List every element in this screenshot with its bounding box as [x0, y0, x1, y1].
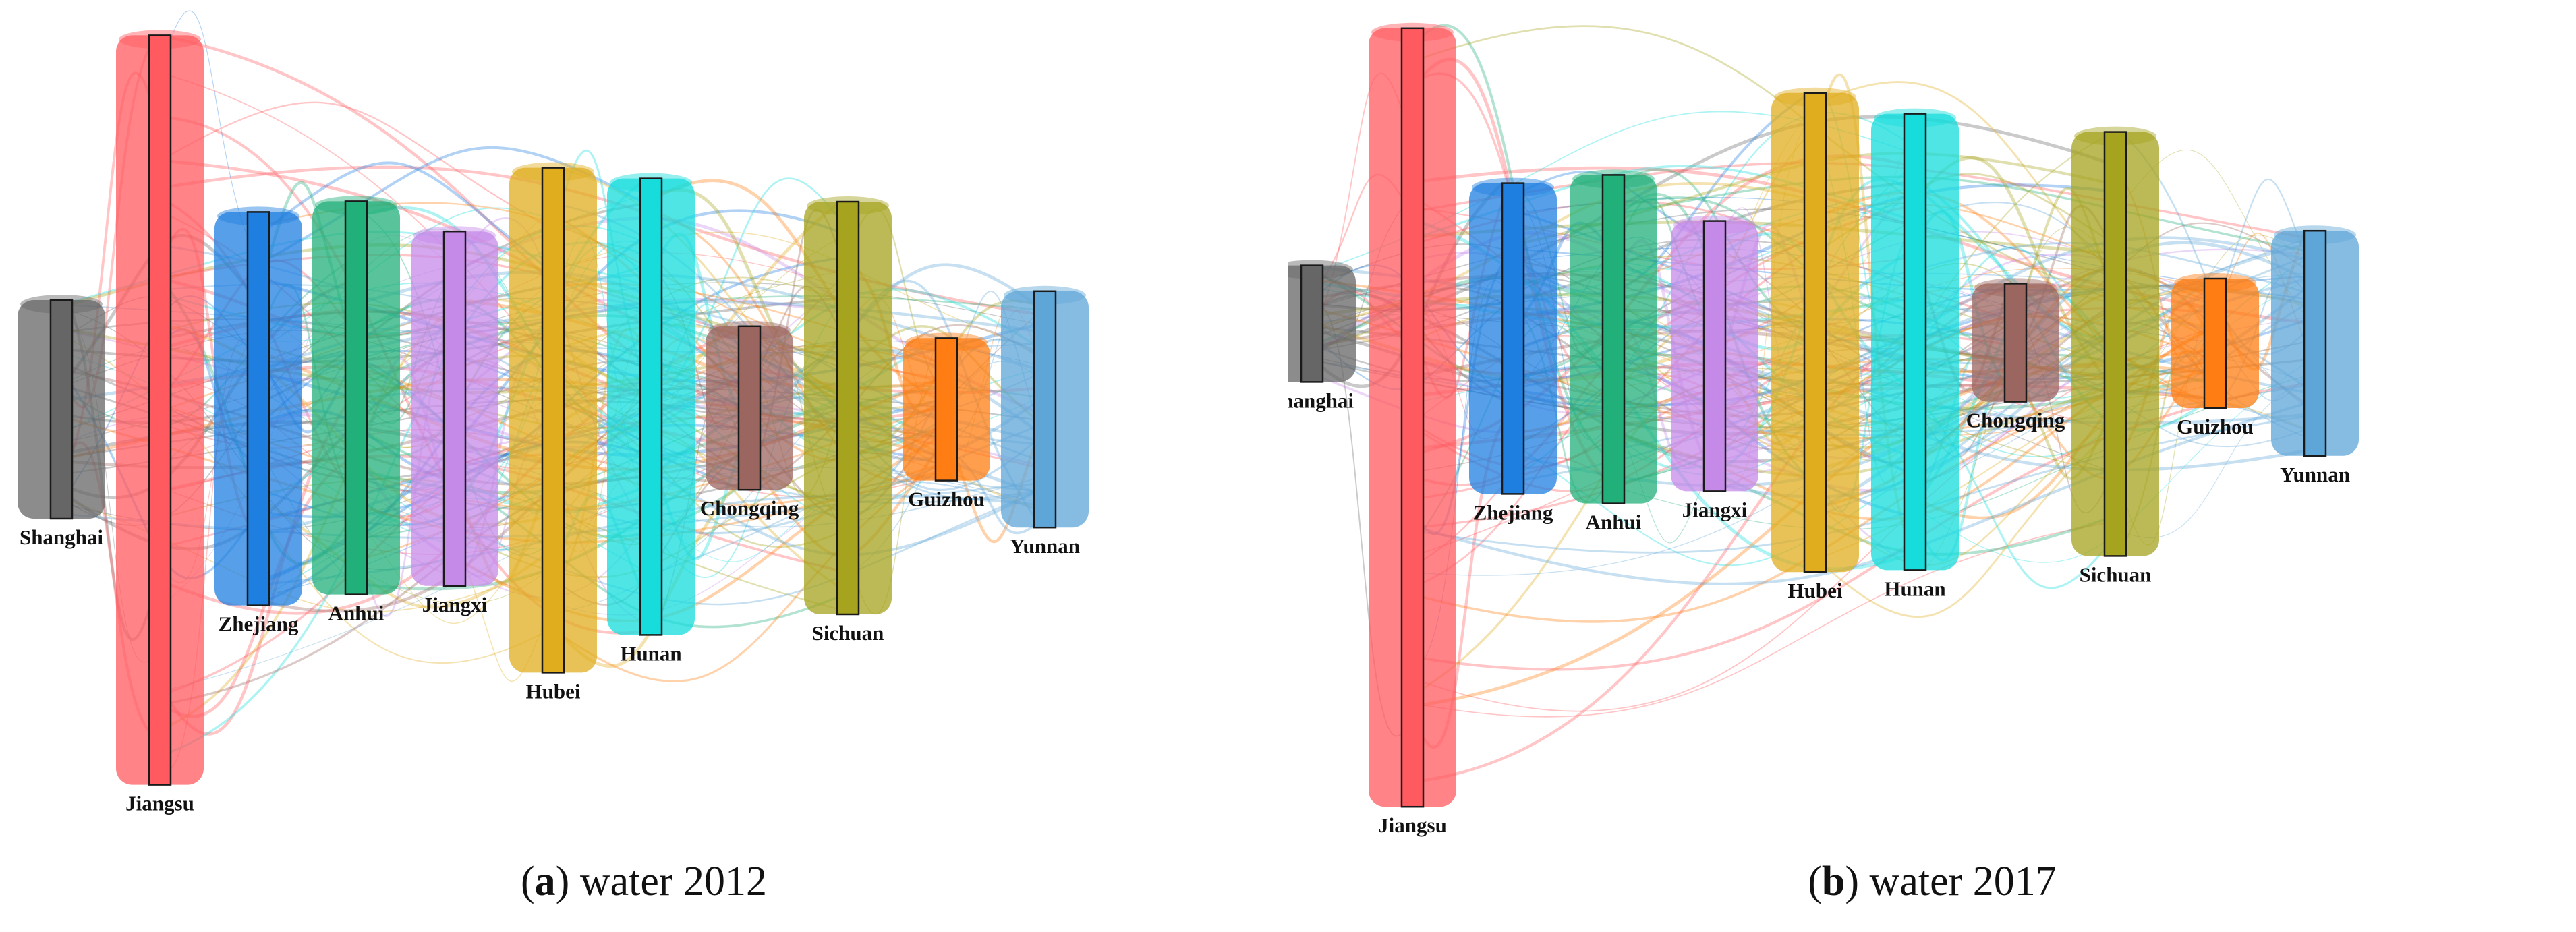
node-bar-hubei	[541, 167, 565, 674]
node-label-jiangsu: Jiangsu	[125, 792, 194, 815]
node-bar-hubei	[1803, 92, 1827, 573]
node-bar-jiangxi	[442, 230, 467, 587]
node-label-zhejiang: Zhejiang	[1473, 500, 1553, 524]
link-jiangsu-sichuan	[1423, 284, 2105, 782]
node-bar-hunan	[639, 177, 663, 636]
node-bar-guizhou	[934, 337, 958, 482]
node-bar-sichuan	[2103, 131, 2127, 557]
link-sichuan-hunan	[1924, 156, 2106, 378]
node-bar-shanghai	[1300, 264, 1324, 383]
node-label-jiangxi: Jiangxi	[422, 593, 488, 616]
node-bar-zhejiang	[1501, 182, 1525, 495]
node-bar-yunnan	[1033, 290, 1057, 529]
node-bar-jiangsu	[1400, 27, 1425, 808]
node-bar-zhejiang	[246, 211, 270, 606]
caption-2012: (a) water 2012	[521, 858, 767, 904]
node-bar-anhui	[1601, 174, 1626, 504]
node-bar-jiangxi	[1702, 220, 1727, 492]
node-label-sichuan: Sichuan	[812, 621, 884, 645]
node-label-anhui: Anhui	[1586, 511, 1642, 534]
node-label-sichuan: Sichuan	[2080, 562, 2152, 586]
node-bar-guizhou	[2203, 277, 2227, 409]
link-anhui-yunnan	[1624, 376, 2305, 530]
node-label-anhui: Anhui	[328, 602, 384, 625]
caption-letter: a	[534, 858, 556, 904]
node-label-hubei: Hubei	[526, 679, 581, 703]
node-bar-shanghai	[49, 299, 74, 520]
node-label-shanghai: Shanghai	[1288, 388, 1354, 412]
node-bar-sichuan	[836, 200, 860, 616]
link-zhejiang-hubei	[268, 161, 544, 266]
link-sichuan-anhui	[366, 239, 838, 604]
node-label-yunnan: Yunnan	[2280, 463, 2350, 486]
link-hubei-sichuan	[1825, 436, 2105, 618]
link-jiangsu-hubei	[170, 101, 543, 225]
node-label-hubei: Hubei	[1788, 579, 1843, 602]
link-jiangsu-sichuan	[1423, 382, 2105, 554]
node-label-chongqing: Chongqing	[700, 496, 799, 520]
node-label-shanghai: Shanghai	[20, 525, 103, 549]
caption-letter: b	[1821, 858, 1845, 904]
node-bar-chongqing	[737, 325, 762, 491]
node-bar-chongqing	[2003, 283, 2028, 403]
caption-text: water 2017	[1869, 858, 2057, 904]
node-label-jiangsu: Jiangsu	[1378, 813, 1447, 837]
node-label-hunan: Hunan	[620, 641, 681, 665]
caption-text: water 2012	[579, 858, 767, 904]
link-zhejiang-jiangsu	[170, 10, 248, 238]
node-bar-jiangsu	[148, 34, 172, 786]
link-yunnan-guizhou	[2225, 178, 2306, 279]
caption-2017: (b) water 2017	[1808, 858, 2057, 904]
node-label-guizhou: Guizhou	[908, 488, 985, 511]
node-label-guizhou: Guizhou	[2177, 415, 2254, 438]
link-jiangsu-sichuan	[1423, 523, 2105, 718]
node-label-hunan: Hunan	[1884, 577, 1945, 600]
link-jiangsu-guizhou	[1423, 329, 2205, 712]
node-label-jiangxi: Jiangxi	[1682, 498, 1748, 521]
link-sichuan-jiangsu	[1423, 25, 2105, 298]
node-bar-anhui	[344, 200, 368, 595]
node-bar-yunnan	[2303, 229, 2327, 457]
node-bar-hunan	[1903, 113, 1927, 571]
link-anhui-yunnan	[1624, 175, 2305, 252]
node-label-zhejiang: Zhejiang	[219, 612, 299, 636]
node-label-chongqing: Chongqing	[1966, 409, 2065, 432]
node-label-yunnan: Yunnan	[1010, 534, 1080, 558]
